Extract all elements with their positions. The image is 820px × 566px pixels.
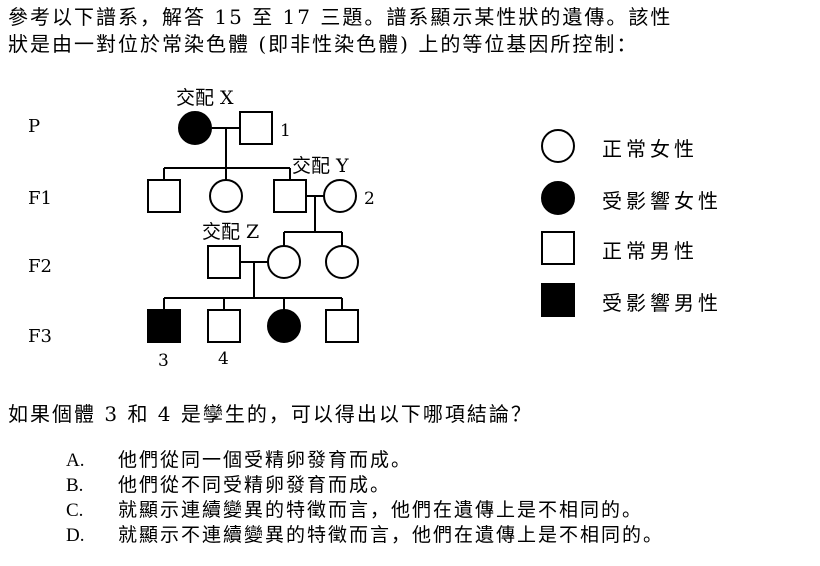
option-text: 就顯示連續變異的特徵而言，他們在遺傳上是不相同的。 (118, 499, 644, 521)
intro-paragraph: 參考以下譜系，解答 15 至 17 三題。譜系顯示某性狀的遺傳。該性 狀是由一對… (8, 4, 818, 58)
mating-label-y: 交配 Y (292, 155, 349, 177)
f1-normal-female (209, 179, 243, 213)
option-c[interactable]: C. 就顯示連續變異的特徵而言，他們在遺傳上是不相同的。 (66, 498, 664, 523)
legend-square-filled-icon (541, 283, 575, 317)
option-letter: C. (66, 500, 84, 521)
legend-label-normal-female: 正常女性 (602, 137, 698, 161)
p-normal-male-1 (239, 111, 273, 145)
f2-normal-male (207, 245, 241, 279)
individual-number-1: 1 (280, 121, 291, 141)
f3-normal-male-4 (207, 309, 241, 343)
f3-normal-male (325, 309, 359, 343)
option-d[interactable]: D. 就顯示不連續變異的特徵而言，他們在遺傳上是不相同的。 (66, 523, 664, 548)
answer-options: A. 他們從同一個受精卵發育而成。 B. 他們從不同受精卵發育而成。 C. 就顯示連續… (66, 448, 664, 548)
option-letter: B. (66, 475, 84, 496)
generation-label-f2: F2 (28, 256, 52, 277)
option-text: 他們從不同受精卵發育而成。 (118, 474, 392, 496)
pedigree-chart: P F1 F2 F3 交配 X 交配 Y 交配 Z 1 2 3 4 正常女性 受… (28, 87, 722, 371)
legend-circle-filled-icon (541, 181, 575, 215)
intro-line-2: 狀是由一對位於常染色體 (即非性染色體) 上的等位基因所控制： (8, 32, 639, 56)
option-b[interactable]: B. 他們從不同受精卵發育而成。 (66, 473, 664, 498)
f2-normal-female-mating (267, 245, 301, 279)
f2-normal-female (325, 245, 359, 279)
p-affected-female (178, 111, 212, 145)
option-a[interactable]: A. 他們從同一個受精卵發育而成。 (66, 448, 664, 473)
legend-label-affected-male: 受影響男性 (602, 291, 722, 315)
question-text: 如果個體 3 和 4 是孿生的，可以得出以下哪項結論？ (8, 402, 533, 426)
option-letter: D. (66, 525, 85, 546)
legend-circle-open-icon (541, 129, 575, 163)
individual-number-4: 4 (218, 349, 229, 369)
legend-label-normal-male: 正常男性 (602, 239, 698, 263)
generation-label-f3: F3 (28, 326, 52, 347)
intro-line-1: 參考以下譜系，解答 15 至 17 三題。譜系顯示某性狀的遺傳。該性 (8, 5, 673, 29)
legend-label-affected-female: 受影響女性 (602, 189, 722, 213)
pedigree-lines (163, 127, 343, 310)
generation-label-p: P (28, 116, 40, 137)
mating-label-x: 交配 X (176, 87, 234, 109)
f1-normal-male (147, 179, 181, 213)
legend: 正常女性 受影響女性 正常男性 受影響男性 (541, 129, 722, 317)
f1-normal-male-mating (273, 179, 307, 213)
mating-label-z: 交配 Z (202, 221, 259, 243)
generation-label-f1: F1 (28, 188, 52, 209)
f3-affected-female (267, 309, 301, 343)
option-text: 他們從同一個受精卵發育而成。 (118, 449, 413, 471)
f1-normal-female-2 (323, 179, 357, 213)
f3-affected-male-3 (147, 309, 181, 343)
option-text: 就顯示不連續變異的特徵而言，他們在遺傳上是不相同的。 (118, 524, 665, 546)
individual-number-3: 3 (158, 351, 169, 371)
individual-number-2: 2 (364, 189, 375, 209)
option-letter: A. (66, 450, 85, 471)
legend-square-open-icon (541, 231, 575, 265)
